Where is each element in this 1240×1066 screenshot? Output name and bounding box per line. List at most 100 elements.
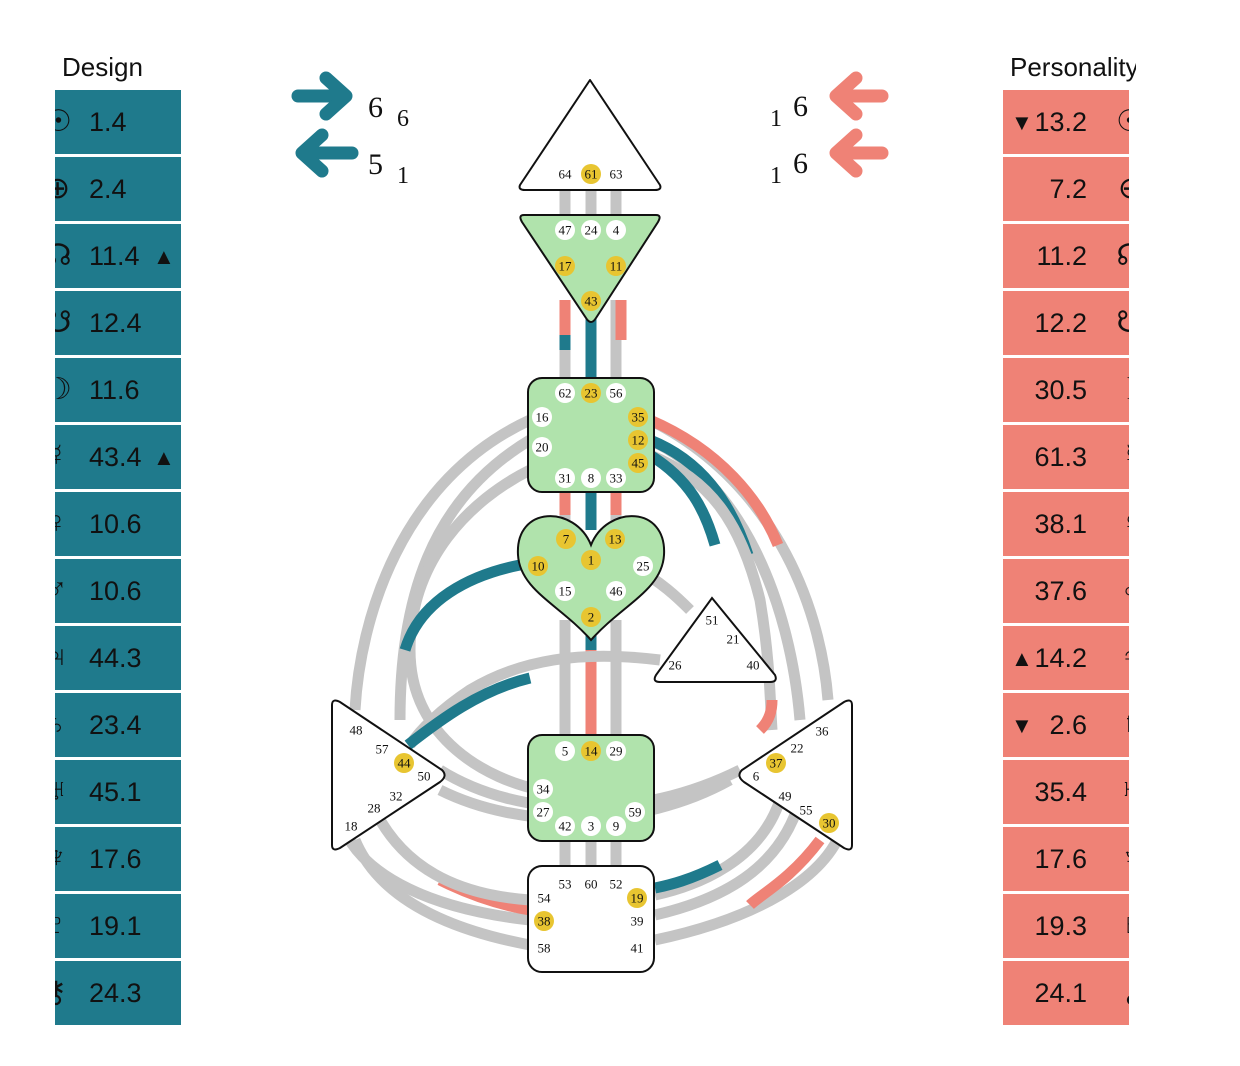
design-value: 2.4	[89, 174, 127, 204]
gate-number: 4	[613, 223, 620, 238]
gate-number: 48	[350, 723, 363, 738]
solar-plexus-center	[738, 699, 853, 851]
gate-number: 64	[559, 167, 573, 182]
gate-marker	[581, 164, 601, 184]
planet-icon: ♆	[1121, 841, 1130, 875]
gate-marker	[555, 741, 575, 761]
centers	[331, 79, 853, 973]
planet-icon: ☽	[1116, 372, 1129, 407]
planet-icon: ☊	[1116, 238, 1129, 273]
design-row: ☊11.4▲	[55, 224, 181, 291]
channel	[647, 450, 721, 547]
gate-marker	[581, 550, 601, 570]
design-value: 12.4	[89, 308, 142, 338]
planet-icon: ♄	[55, 707, 68, 741]
gate-number: 24	[585, 223, 599, 238]
design-row: ♅ 45.1	[55, 760, 181, 827]
design-value: 19.1	[89, 911, 142, 941]
gate-number: 38	[538, 914, 551, 929]
personality-row: ⚷24.1	[1003, 961, 1129, 1028]
channel	[653, 860, 723, 894]
design-value: 24.3	[89, 978, 142, 1008]
personality-row: ☋12.2	[1003, 291, 1129, 358]
personality-value: 37.6	[1034, 576, 1087, 606]
channel	[349, 837, 532, 951]
gate-marker	[606, 581, 626, 601]
personality-value: 11.2	[1036, 241, 1087, 271]
gate-marker	[533, 779, 553, 799]
channel	[647, 414, 784, 548]
gate-marker	[555, 220, 575, 240]
personality-value: 61.3	[1034, 442, 1087, 472]
gate-number: 14	[585, 744, 599, 759]
gate-number: 22	[791, 741, 804, 756]
gate-number: 27	[537, 805, 551, 820]
gate-number: 63	[610, 167, 623, 182]
design-value: 11.4	[89, 241, 140, 271]
planet-icon: ♅	[55, 774, 68, 808]
design-row: ☿43.4▲	[55, 425, 181, 492]
personality-row: ☊ 11.2	[1003, 224, 1129, 291]
planet-icon: ⚷	[55, 975, 67, 1010]
design-value: 1.4	[89, 107, 127, 137]
gate-number: 37	[770, 756, 784, 771]
planet-icon: ♀	[1121, 506, 1130, 540]
gate-marker	[819, 813, 839, 833]
planet-icon: ☋	[55, 305, 72, 340]
direction-arrow-icon: ▲	[1011, 646, 1033, 671]
channel	[404, 672, 532, 750]
gate-marker	[605, 529, 625, 549]
gate-marker	[581, 383, 601, 403]
personality-value: 24.1	[1034, 978, 1087, 1008]
gate-marker	[394, 753, 414, 773]
gate-marker	[555, 816, 575, 836]
personality-value: 12.2	[1034, 308, 1087, 338]
gate-number: 10	[532, 559, 545, 574]
gate-marker	[581, 741, 601, 761]
gate-number: 32	[390, 789, 403, 804]
gate-number: 49	[779, 789, 792, 804]
design-row: ⚷ 24.3	[55, 961, 181, 1028]
gate-marker	[606, 816, 626, 836]
personality-value: 13.2	[1034, 107, 1087, 137]
gate-marker	[532, 407, 552, 427]
channel	[647, 449, 778, 731]
personality-value: 7.2	[1049, 174, 1087, 204]
gate-marker	[556, 529, 576, 549]
planet-icon: ☉	[1116, 104, 1129, 139]
personality-column-title: Personality	[1010, 52, 1136, 82]
design-value: 44.3	[89, 643, 142, 673]
gate-number: 18	[345, 819, 358, 834]
root-center	[527, 865, 655, 973]
planet-icon: ♃	[1121, 640, 1130, 674]
design-value: 23.4	[89, 710, 142, 740]
gate-marker	[581, 816, 601, 836]
gate-number: 45	[632, 456, 645, 471]
design-value: 45.1	[89, 777, 142, 807]
gate-number: 44	[398, 756, 412, 771]
personality-row: ☽30.5	[1003, 358, 1129, 425]
design-row: ☽11.6	[55, 358, 181, 425]
design-row: ☋ 12.4	[55, 291, 181, 358]
gate-marker	[633, 556, 653, 576]
gate-number: 29	[610, 744, 623, 759]
gate-number: 46	[610, 584, 624, 599]
gate-number: 39	[631, 914, 644, 929]
gate-number: 13	[609, 532, 622, 547]
gate-number: 40	[747, 658, 760, 673]
planet-icon: ♂	[1121, 573, 1130, 607]
planet-icon: ☿	[1121, 439, 1130, 473]
gate-marker	[628, 453, 648, 473]
channel	[653, 798, 786, 901]
personality-panel: ☉13.2▼⊕7.2☊11.2☋12.2☽30.5☿61.3♀38.1♂37.6…	[1003, 90, 1129, 1028]
gate-marker	[628, 430, 648, 450]
heart-center	[516, 515, 666, 642]
personality-row: ⊕7.2	[1003, 157, 1129, 224]
gate-marker	[606, 220, 626, 240]
gate-number: 8	[588, 471, 595, 486]
direction-arrow-icon: ▲	[153, 445, 175, 470]
gate-number: 50	[418, 769, 431, 784]
gate-number: 30	[823, 816, 836, 831]
design-row: ♃44.3	[55, 626, 181, 693]
sacral-center	[527, 734, 655, 842]
